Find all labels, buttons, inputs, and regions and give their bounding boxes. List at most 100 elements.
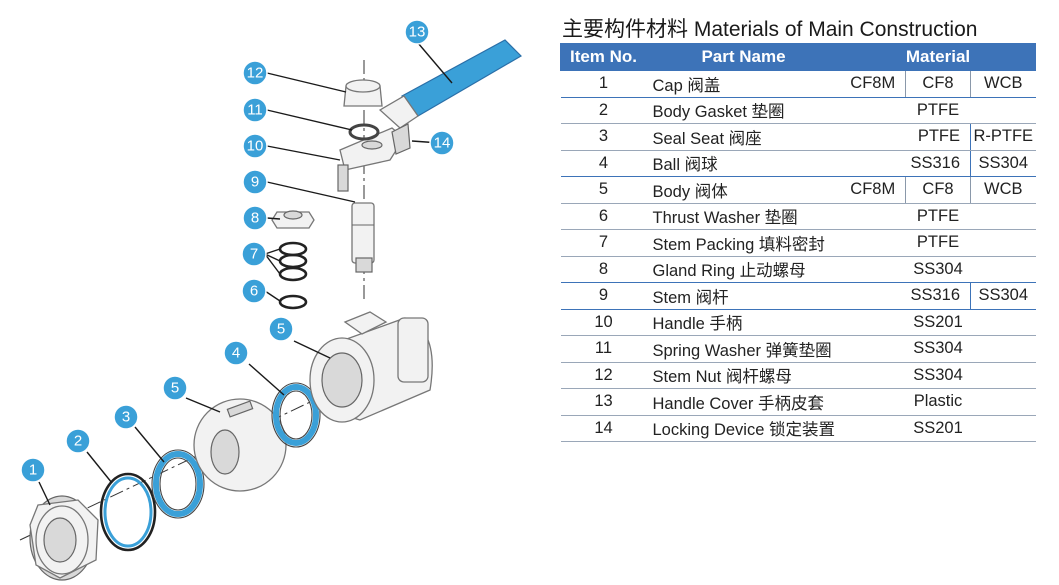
material-value: SS304 (840, 335, 1036, 363)
callout-3-left: 3 (113, 404, 139, 430)
item-number: 14 (560, 415, 647, 442)
callout-14: 14 (429, 130, 455, 156)
svg-text:5: 5 (171, 380, 179, 397)
part-body-gasket (99, 472, 157, 552)
part-name: Stem 阀杆 (646, 282, 841, 310)
item-number: 13 (560, 388, 647, 416)
svg-text:6: 6 (250, 283, 258, 300)
material-value: SS304 (840, 256, 1036, 283)
material-value: CF8M (840, 176, 906, 204)
svg-text:14: 14 (434, 135, 451, 152)
svg-text:1: 1 (29, 462, 37, 479)
part-name: Gland Ring 止动螺母 (646, 256, 841, 283)
header-material: Material (840, 43, 1036, 71)
svg-text:2: 2 (74, 433, 82, 450)
item-number: 7 (560, 229, 647, 257)
callout-13: 13 (404, 19, 430, 45)
part-name: Handle Cover 手柄皮套 (646, 388, 841, 416)
part-name: Stem Nut 阀杆螺母 (646, 362, 841, 389)
item-number: 10 (560, 309, 647, 336)
table-title: 主要构件材料 Materials of Main Construction (562, 18, 978, 41)
material-value: WCB (970, 70, 1036, 98)
callout-3-right: 4 (223, 340, 249, 366)
part-body (309, 311, 433, 423)
svg-text:8: 8 (251, 210, 259, 227)
material-value: SS201 (840, 415, 1036, 442)
header-item-no: Item No. (560, 43, 647, 71)
material-value: PTFE (840, 97, 1036, 124)
item-number: 9 (560, 282, 647, 310)
part-name: Spring Washer 弹簧垫圈 (646, 335, 841, 363)
material-value: Plastic (840, 388, 1036, 416)
material-value: R-PTFE (970, 123, 1036, 151)
material-value: SS304 (970, 282, 1036, 310)
material-value: CF8M (840, 70, 906, 98)
callout-8: 8 (242, 205, 268, 231)
part-stem-nut (343, 79, 383, 107)
material-value: SS316 (840, 282, 971, 310)
part-name: Body Gasket 垫圈 (646, 97, 841, 124)
callout-7: 7 (241, 241, 267, 267)
item-number: 3 (560, 123, 647, 151)
item-number: 1 (560, 70, 647, 98)
material-value: SS304 (840, 362, 1036, 389)
material-value: SS316 (840, 150, 971, 177)
item-number: 6 (560, 203, 647, 230)
svg-text:3: 3 (122, 409, 130, 426)
callout-1: 1 (20, 457, 46, 483)
svg-text:11: 11 (247, 102, 263, 119)
part-seal-seat-right (271, 382, 321, 448)
part-spring-washer (348, 123, 380, 141)
callout-10: 10 (242, 133, 268, 159)
callout-11: 11 (242, 97, 268, 123)
part-seal-seat-left (151, 449, 205, 519)
callout-4: 5 (162, 375, 188, 401)
svg-text:13: 13 (409, 24, 426, 41)
material-value: CF8 (905, 176, 971, 204)
material-value: PTFE (840, 229, 1036, 257)
material-value: PTFE (840, 203, 1036, 230)
part-stem-packing (278, 241, 308, 282)
part-handle-cover (401, 39, 522, 117)
svg-text:5: 5 (277, 321, 285, 338)
part-stem (351, 202, 375, 273)
callout-5: 5 (268, 316, 294, 342)
part-cap (29, 495, 99, 581)
svg-text:7: 7 (250, 246, 258, 263)
part-name: Locking Device 锁定装置 (646, 415, 841, 442)
part-name: Seal Seat 阀座 (646, 123, 841, 151)
svg-text:12: 12 (247, 65, 264, 82)
material-value: SS304 (970, 150, 1036, 177)
part-ball (193, 398, 287, 492)
header-part-name: Part Name (646, 43, 841, 71)
svg-text:9: 9 (251, 174, 259, 191)
part-name: Ball 阀球 (646, 150, 841, 177)
part-locking-device (391, 123, 411, 155)
part-name: Thrust Washer 垫圈 (646, 203, 841, 230)
exploded-ball-valve-diagram: 13 12 11 10 14 9 8 7 6 5 4 5 3 2 1 (19, 19, 522, 581)
material-value: CF8 (905, 70, 971, 98)
callout-2: 2 (65, 428, 91, 454)
callout-12: 12 (242, 60, 268, 86)
callout-9: 9 (242, 169, 268, 195)
table-header-row: Item No. Part Name Material (560, 43, 1036, 71)
item-number: 5 (560, 176, 647, 204)
material-value: WCB (970, 176, 1036, 204)
part-thrust-washer (278, 294, 308, 310)
leader-lines (38, 42, 453, 506)
item-number: 2 (560, 97, 647, 124)
